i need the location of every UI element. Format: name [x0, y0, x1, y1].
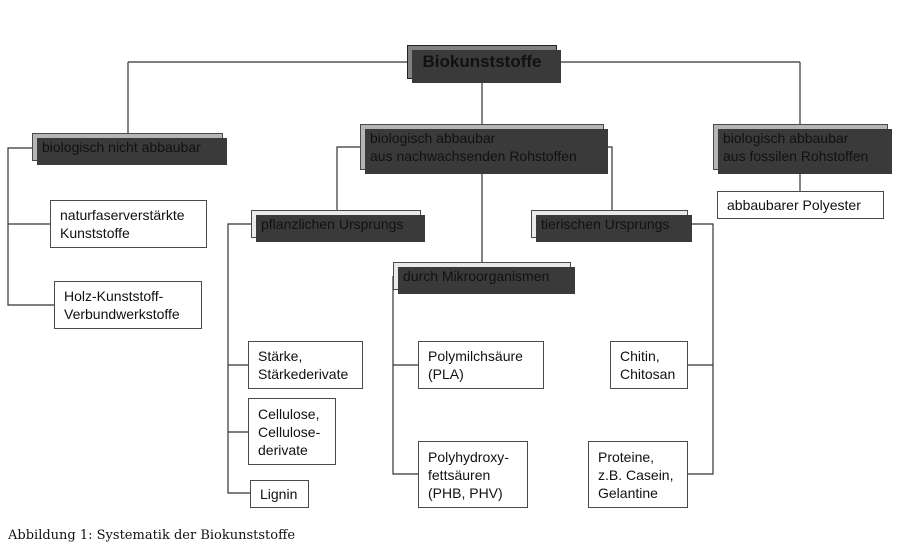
node-leaf-starch: Stärke, Stärkederivate [248, 341, 363, 389]
connector-left-spine [7, 147, 54, 306]
figure-caption: Abbildung 1: Systematik der Biokunststof… [8, 528, 296, 543]
node-category-non-degradable: biologisch nicht abbaubar [32, 133, 227, 165]
connector-plant-spine [227, 223, 251, 494]
connector-center-plant [336, 146, 360, 210]
node-root: Biokunststoffe [407, 45, 561, 83]
node-subcategory-micro: durch Mikroorganismen [393, 262, 575, 294]
node-leaf-chitin: Chitin, Chitosan [610, 341, 688, 389]
node-leaf-proteins: Proteine, z.B. Casein, Gelantine [588, 441, 688, 508]
connector-micro-spine [392, 276, 418, 475]
node-leaf-wpc: Holz-Kunststoff- Verbundwerkstoffe [54, 281, 202, 329]
node-leaf-polyester: abbaubarer Polyester [717, 191, 884, 219]
node-leaf-pla: Polymilchsäure (PLA) [418, 341, 544, 389]
node-leaf-lignin: Lignin [250, 480, 309, 508]
node-leaf-nfk: naturfaserverstärkte Kunststoffe [50, 200, 207, 248]
node-subcategory-plant: pflanzlichen Ursprungs [251, 210, 425, 242]
node-subcategory-animal: tierischen Ursprungs [531, 210, 692, 242]
node-category-fossil: biologisch abbaubar aus fossilen Rohstof… [713, 124, 892, 174]
node-leaf-pha: Polyhydroxy- fettsäuren (PHB, PHV) [418, 441, 528, 508]
node-category-renewable: biologisch abbaubar aus nachwachsenden R… [360, 124, 608, 174]
connector-animal-spine [688, 223, 714, 475]
node-leaf-cellulose: Cellulose, Cellulose- derivate [248, 398, 336, 465]
